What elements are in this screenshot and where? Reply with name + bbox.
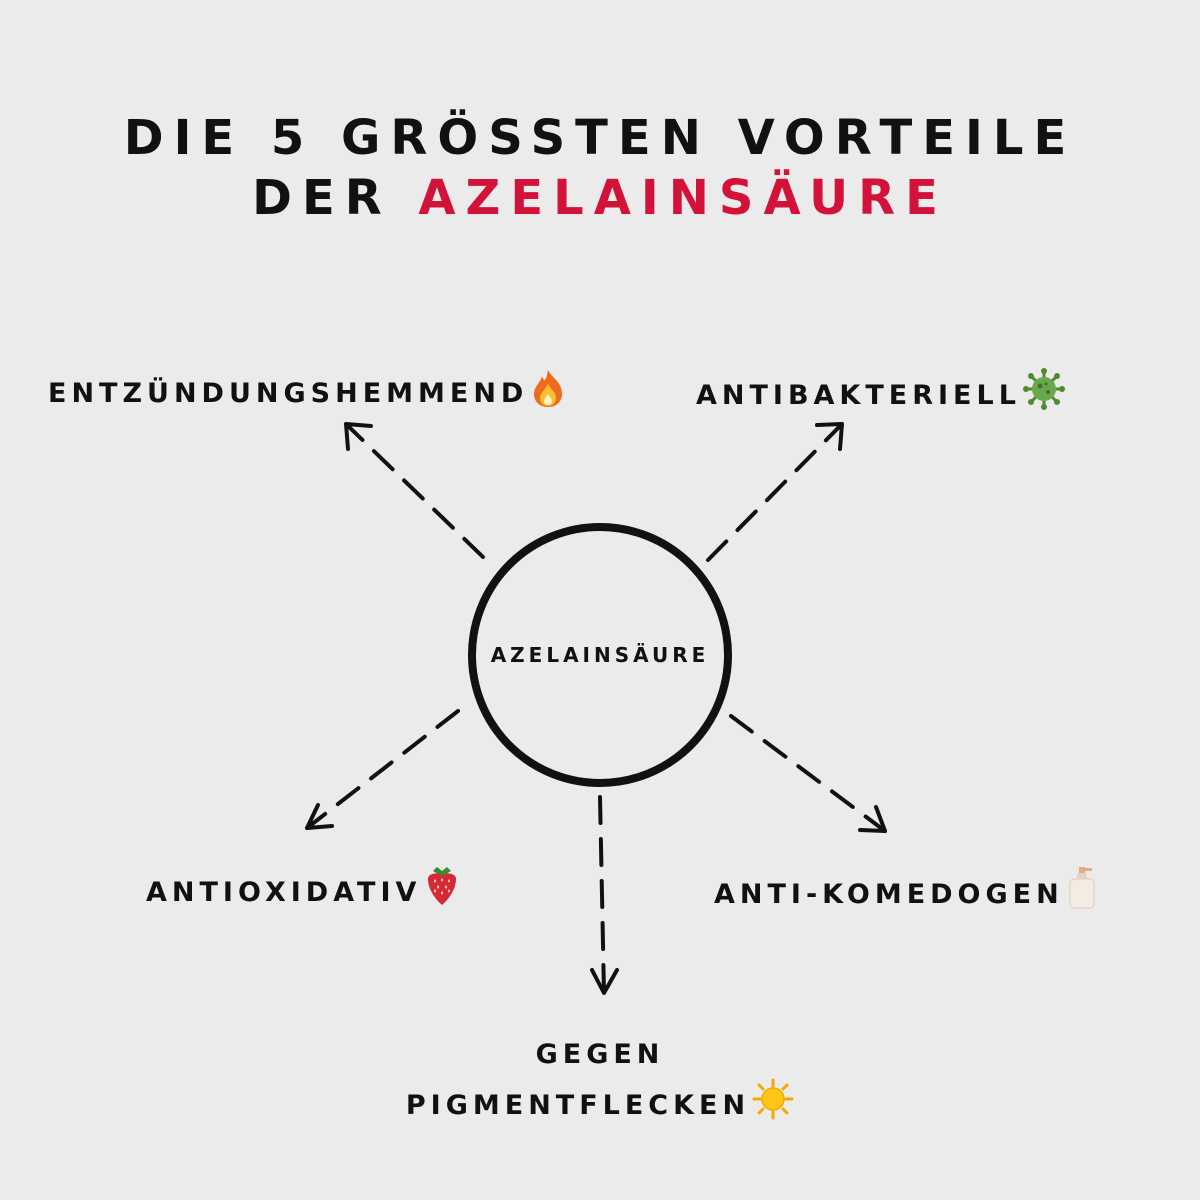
- benefit-label: ENTZÜNDUNGSHEMMEND: [48, 378, 529, 409]
- arrow-bottom-left: [305, 709, 460, 830]
- arrow-bottom-center: [590, 795, 619, 995]
- fire-icon: [530, 368, 566, 416]
- title-accent: AZELAINSÄURE: [418, 170, 948, 226]
- arrow-top-left: [344, 422, 485, 559]
- sun-icon: [752, 1078, 794, 1135]
- benefit-top-left: ENTZÜNDUNGSHEMMEND: [48, 368, 566, 416]
- benefit-bottom-right: ANTI-KOMEDOGEN: [714, 865, 1098, 917]
- benefit-label: ANTI-KOMEDOGEN: [714, 879, 1064, 910]
- center-label: AZELAINSÄURE: [490, 643, 710, 667]
- benefit-bottom-left: ANTIOXIDATIV: [146, 865, 461, 915]
- benefit-label-line-1: GEGEN: [535, 1039, 665, 1070]
- arrow-top-right: [706, 422, 844, 562]
- benefit-label: ANTIBAKTERIELL: [696, 380, 1021, 411]
- benefit-top-right: ANTIBAKTERIELL: [696, 368, 1065, 418]
- benefit-label-line-2: PIGMENTFLECKEN: [0, 1078, 1200, 1135]
- title-line-1: DIE 5 GRÖSSTEN VORTEILE: [123, 110, 1077, 166]
- lotion-bottle-icon: [1066, 865, 1098, 917]
- title-line-2: DER AZELAINSÄURE: [0, 170, 1200, 226]
- benefit-label: ANTIOXIDATIV: [146, 877, 422, 908]
- arrow-bottom-right: [729, 714, 887, 833]
- title-prefix: DER: [252, 170, 392, 226]
- virus-icon: [1022, 368, 1065, 418]
- center-circle: [468, 523, 732, 787]
- benefit-bottom-center: GEGEN PIGMENTFLECKEN: [0, 1032, 1200, 1135]
- strawberry-icon: [423, 865, 461, 915]
